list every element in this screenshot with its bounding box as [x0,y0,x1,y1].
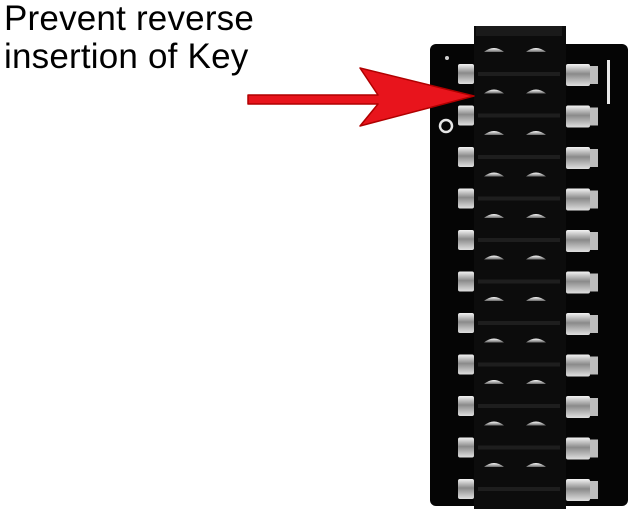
connector-housing [474,26,566,509]
caption-line-1: Prevent reverse [4,0,255,38]
pin-contact-right [526,48,546,52]
pin-contact-right [526,338,546,343]
right-pad [566,147,590,169]
pin-contact-right [526,255,546,260]
right-pad [566,313,590,335]
pin-contact-right [526,297,546,301]
right-pad-tail [590,232,598,250]
right-pad [566,188,590,211]
left-pad [458,479,474,499]
pin-contact-right [526,131,546,135]
left-pad [458,437,474,458]
right-pad [566,64,590,86]
cell-divider [478,196,560,201]
caption-line-2: insertion of Key [4,37,249,76]
arrow-icon [247,67,475,127]
left-pad [458,396,474,416]
left-pad [458,271,474,292]
silk-dot [445,56,449,60]
pin-contact-left [484,214,504,218]
right-pad [566,354,590,377]
right-pad [566,105,590,128]
pin-contact-left [484,297,504,301]
right-pad-tail [590,66,598,84]
left-pad [458,230,474,250]
pin-contact-left [484,255,504,260]
pin-contact-left [484,172,504,177]
pin-contact-left [484,89,504,94]
cell-divider [478,404,560,408]
pin-contact-right [526,380,546,384]
left-pad [458,188,474,209]
cell-divider [478,445,560,450]
left-pad [458,147,474,167]
right-pad-tail [590,273,598,292]
left-pad [458,354,474,375]
right-pad-tail [590,439,598,458]
cell-divider [478,238,560,242]
pin-contact-right [526,421,546,426]
right-pad [566,479,590,501]
pin-contact-left [484,421,504,426]
right-pad-tail [590,190,598,209]
cell-divider [478,487,560,491]
silk-line [607,60,610,104]
rows [458,48,598,501]
right-pad-tail [590,481,598,499]
left-pad [458,313,474,333]
pin-contact-left [484,463,504,467]
left-pad [458,64,474,84]
pin-contact-right [526,214,546,218]
cell-divider [478,72,560,76]
right-pad-tail [590,398,598,416]
right-pad [566,396,590,418]
pin1-marker [438,118,454,134]
pin-contact-left [484,48,504,52]
caption: Prevent reverse insertion of Key [4,0,254,76]
cell-divider [478,362,560,367]
left-pad [458,105,474,126]
pin-contact-left [484,131,504,135]
cell-divider [478,321,560,325]
right-pad-tail [590,315,598,333]
pin-contact-right [526,463,546,467]
right-pad [566,271,590,294]
pin-contact-left [484,380,504,384]
pin-contact-left [484,338,504,343]
cell-divider [478,155,560,159]
right-pad-tail [590,356,598,375]
right-pad [566,230,590,252]
right-pad [566,437,590,460]
right-pad-tail [590,107,598,126]
cell-divider [478,279,560,284]
housing-top [476,26,562,36]
right-pad-tail [590,149,598,167]
pin-contact-right [526,89,546,94]
cell-divider [478,113,560,118]
pin-contact-right [526,172,546,177]
